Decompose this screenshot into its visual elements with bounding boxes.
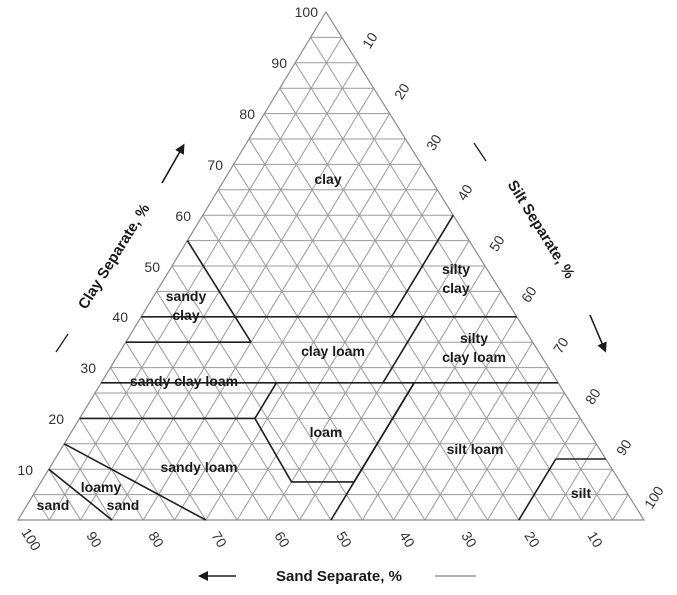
sand-axis-title: Sand Separate, % — [276, 568, 402, 585]
grid-line-sand — [217, 189, 426, 521]
grid-line-sand — [156, 291, 301, 521]
grid-line-sand — [109, 367, 207, 521]
grid-line-sand — [125, 341, 238, 521]
class-boundary-line — [63, 443, 207, 521]
grid-line-silt — [424, 341, 534, 521]
silt-tick-10: 10 — [359, 29, 381, 51]
silt-tick-60: 60 — [518, 283, 540, 305]
label-silt: silt — [571, 485, 592, 501]
label-silty-clay-loam-line2: clay loam — [442, 349, 506, 365]
clay-axis-dash — [55, 333, 69, 353]
grid-line-sand — [94, 392, 175, 521]
silt-tick-70: 70 — [550, 334, 572, 356]
clay-tick-30: 30 — [80, 360, 96, 376]
clay-axis-arrow-icon — [161, 143, 185, 184]
class-boundary-line — [330, 382, 415, 521]
sand-tick-30: 30 — [458, 529, 480, 551]
label-clay-loam: clay loam — [301, 343, 365, 359]
grid-line-silt — [236, 189, 438, 521]
grid-line-silt — [48, 37, 343, 521]
grid-line-silt — [393, 316, 518, 521]
sand-tick-10: 10 — [584, 529, 606, 551]
label-sand: sand — [37, 497, 70, 513]
silt-axis-ticks: 10 20 30 40 50 60 70 80 90 100 — [359, 29, 667, 511]
sand-tick-100: 100 — [18, 525, 44, 553]
grid-line-sand — [48, 468, 82, 521]
silt-tick-20: 20 — [391, 80, 413, 102]
class-boundary-line — [186, 240, 252, 343]
silt-tick-100: 100 — [641, 483, 667, 511]
sand-tick-70: 70 — [208, 529, 230, 551]
silt-axis-dash — [473, 142, 487, 162]
grid-line-sand — [32, 494, 50, 521]
label-loamy-sand-line2: sand — [107, 497, 140, 513]
grid-line-silt — [111, 87, 375, 521]
clay-tick-50: 50 — [144, 259, 160, 275]
sand-axis-ticks: 10 20 30 40 50 60 70 80 90 100 — [18, 525, 606, 553]
sand-tick-40: 40 — [396, 529, 418, 551]
texture-class-boundaries — [48, 214, 606, 521]
silt-tick-80: 80 — [582, 385, 604, 407]
grid-line-silt — [361, 291, 502, 521]
silt-tick-50: 50 — [486, 232, 508, 254]
sand-tick-60: 60 — [271, 529, 293, 551]
label-loamy-sand-line1: loamy — [81, 479, 122, 495]
clay-axis-ticks: 10 20 30 40 50 60 70 80 90 100 — [17, 4, 318, 478]
grid-line-silt — [580, 468, 613, 521]
sand-tick-80: 80 — [145, 529, 167, 551]
clay-tick-20: 20 — [48, 411, 64, 427]
clay-axis-title: Clay Separate, % — [75, 201, 153, 313]
grid-line-sand — [310, 37, 614, 521]
clay-tick-60: 60 — [175, 208, 191, 224]
grid-line-silt — [612, 494, 629, 521]
clay-tick-80: 80 — [239, 106, 255, 122]
clay-tick-70: 70 — [207, 157, 223, 173]
grid-line-silt — [174, 138, 406, 521]
sand-tick-50: 50 — [333, 529, 355, 551]
grid-line-silt — [487, 392, 565, 521]
grid-line-sand — [248, 138, 488, 521]
grid-line-sand — [63, 443, 113, 521]
grid-line-silt — [549, 443, 597, 521]
label-sandy-loam: sandy loam — [160, 459, 237, 475]
label-clay: clay — [314, 171, 341, 187]
texture-class-labels: clay silty clay sandy clay clay loam sil… — [37, 171, 592, 513]
silt-tick-90: 90 — [613, 436, 635, 458]
silt-axis-arrow-icon — [589, 314, 607, 353]
class-boundary-line — [48, 468, 113, 521]
clay-tick-40: 40 — [112, 309, 128, 325]
clay-tick-100: 100 — [295, 4, 319, 20]
silt-tick-30: 30 — [423, 131, 445, 153]
grid-line-sand — [279, 87, 551, 521]
class-boundary-line — [390, 214, 454, 318]
label-sandy-clay-line1: sandy — [166, 288, 207, 304]
grid-line-silt — [455, 367, 550, 521]
triangle-grid — [32, 36, 629, 521]
grid-line-sand — [171, 265, 332, 521]
class-boundary-line — [382, 316, 424, 384]
clay-tick-10: 10 — [17, 462, 33, 478]
class-boundary-line — [518, 458, 557, 521]
label-silty-clay-loam-line1: silty — [460, 330, 488, 346]
label-silty-clay-line2: clay — [442, 280, 469, 296]
silt-axis-title: Silt Separate, % — [504, 177, 578, 281]
label-sandy-clay-loam: sandy clay loam — [130, 373, 238, 389]
sand-axis-title-group: Sand Separate, % — [198, 568, 476, 585]
label-loam: loam — [310, 424, 343, 440]
label-sandy-clay-line2: clay — [172, 307, 199, 323]
sand-tick-90: 90 — [83, 529, 105, 551]
clay-tick-90: 90 — [271, 55, 287, 71]
silt-tick-40: 40 — [454, 181, 476, 203]
sand-tick-20: 20 — [521, 529, 543, 551]
label-silty-clay-line1: silty — [442, 261, 470, 277]
label-silt-loam: silt loam — [447, 441, 504, 457]
